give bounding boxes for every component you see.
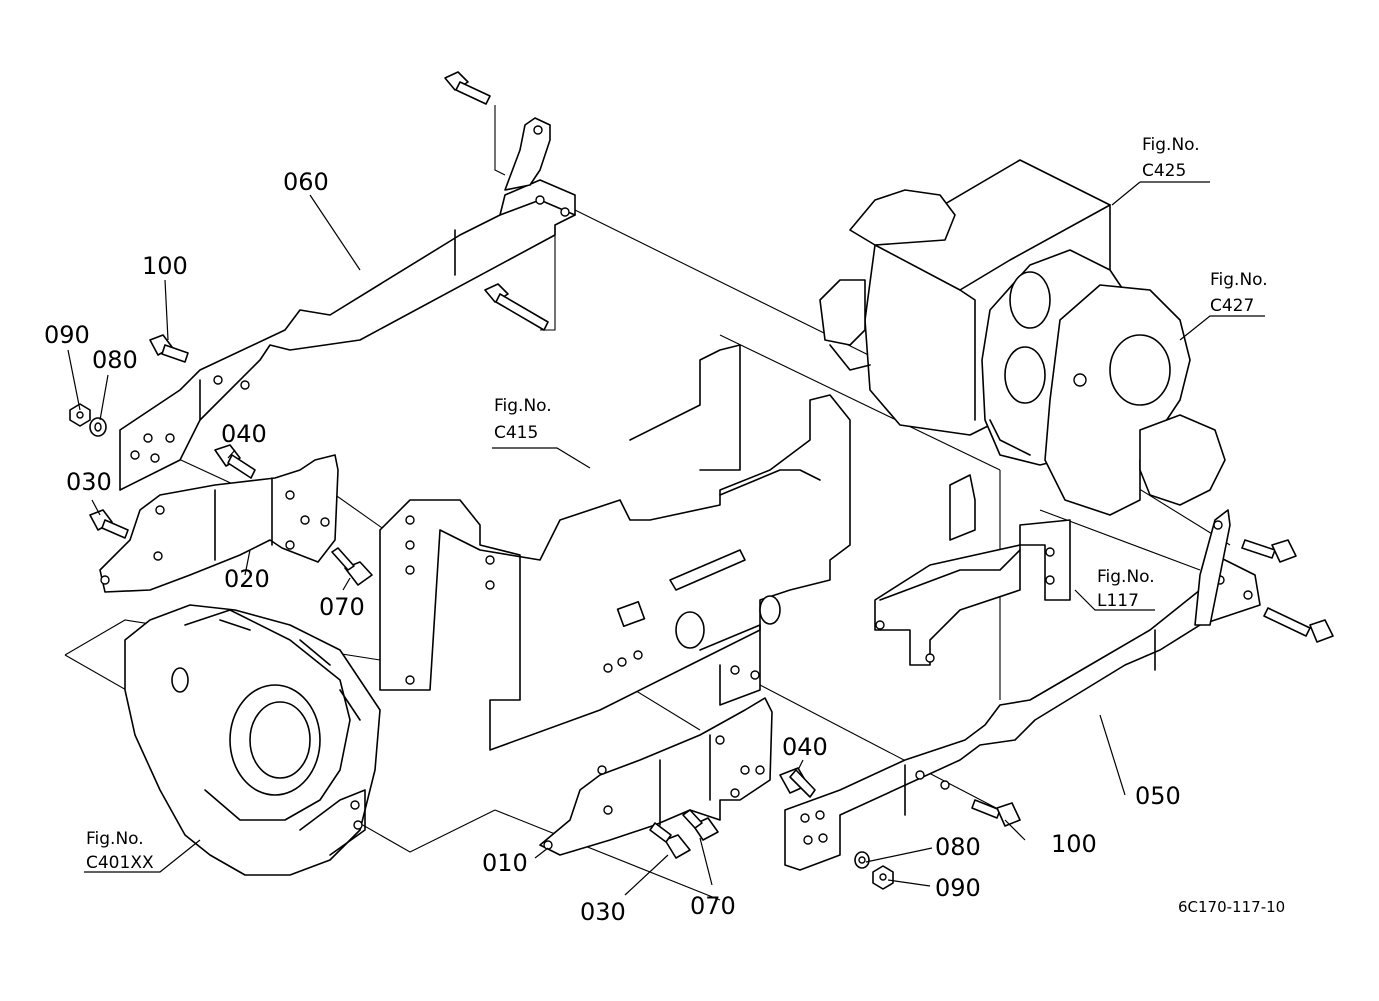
svg-text:Fig.No.: Fig.No. <box>1210 270 1268 290</box>
label-030-left: 030 <box>66 468 112 496</box>
svg-text:Fig.No.: Fig.No. <box>86 829 144 849</box>
fig-ref-c425: Fig.No. C425 <box>1142 135 1200 181</box>
label-100-left: 100 <box>142 252 188 280</box>
part-labels: 060 100 090 080 040 030 020 070 040 050 … <box>44 168 1181 926</box>
transmission-c427 <box>981 249 1226 516</box>
label-100-right: 100 <box>1051 830 1097 858</box>
svg-text:C425: C425 <box>1142 161 1186 181</box>
nut-090-left[interactable] <box>69 403 91 427</box>
label-050: 050 <box>1135 782 1181 810</box>
nut-090-right[interactable] <box>872 865 894 890</box>
label-020: 020 <box>224 565 270 593</box>
fig-ref-c427: Fig.No. C427 <box>1210 270 1268 316</box>
side-frame-left-060[interactable] <box>119 105 576 491</box>
bolt-040-right[interactable] <box>779 767 816 798</box>
svg-text:C427: C427 <box>1210 296 1254 316</box>
bolt-upper-right-2[interactable] <box>1263 607 1334 643</box>
label-060: 060 <box>283 168 329 196</box>
svg-text:Fig.No.: Fig.No. <box>1097 567 1155 587</box>
label-030-right: 030 <box>580 898 626 926</box>
label-090-right: 090 <box>935 874 981 902</box>
label-040-right: 040 <box>782 733 828 761</box>
bolt-100-left[interactable] <box>149 334 189 363</box>
washer-080-left[interactable] <box>89 417 107 437</box>
fig-ref-c415: Fig.No. C415 <box>494 396 552 443</box>
label-090-left: 090 <box>44 321 90 349</box>
svg-text:C401XX: C401XX <box>86 853 154 873</box>
side-frame-right-050[interactable] <box>784 509 1261 871</box>
fig-ref-c401xx: Fig.No. C401XX <box>86 829 154 873</box>
label-010: 010 <box>482 849 528 877</box>
bolt-040-left[interactable] <box>214 444 256 479</box>
bolt-070-right[interactable] <box>682 809 719 841</box>
label-070-left: 070 <box>319 593 365 621</box>
washer-080-right[interactable] <box>854 851 870 869</box>
svg-text:L117: L117 <box>1097 591 1139 611</box>
bolt-030-left[interactable] <box>89 509 129 539</box>
bolt-upper-1[interactable] <box>444 71 491 105</box>
bracket-plate-020[interactable] <box>99 454 339 593</box>
bolt-upper-right-1[interactable] <box>1241 539 1297 563</box>
label-040-left: 040 <box>221 420 267 448</box>
bolt-030-right[interactable] <box>649 822 691 859</box>
center-frame-c415 <box>379 344 851 751</box>
bolt-100-right[interactable] <box>971 799 1021 827</box>
clutch-housing-c401xx <box>124 604 381 876</box>
bolt-upper-2[interactable] <box>484 283 549 331</box>
bracket-plate-010[interactable] <box>539 697 773 856</box>
drawing-code: 6C170-117-10 <box>1178 898 1285 916</box>
svg-text:Fig.No.: Fig.No. <box>494 396 552 416</box>
label-070-right: 070 <box>690 892 736 920</box>
label-080-left: 080 <box>92 346 138 374</box>
fig-ref-l117: Fig.No. L117 <box>1097 567 1155 611</box>
svg-text:C415: C415 <box>494 423 538 443</box>
bolt-070-left[interactable] <box>331 547 373 586</box>
leader-lines <box>67 181 1265 896</box>
svg-text:Fig.No.: Fig.No. <box>1142 135 1200 155</box>
label-080-right: 080 <box>935 833 981 861</box>
support-bracket-l117 <box>874 474 1071 666</box>
